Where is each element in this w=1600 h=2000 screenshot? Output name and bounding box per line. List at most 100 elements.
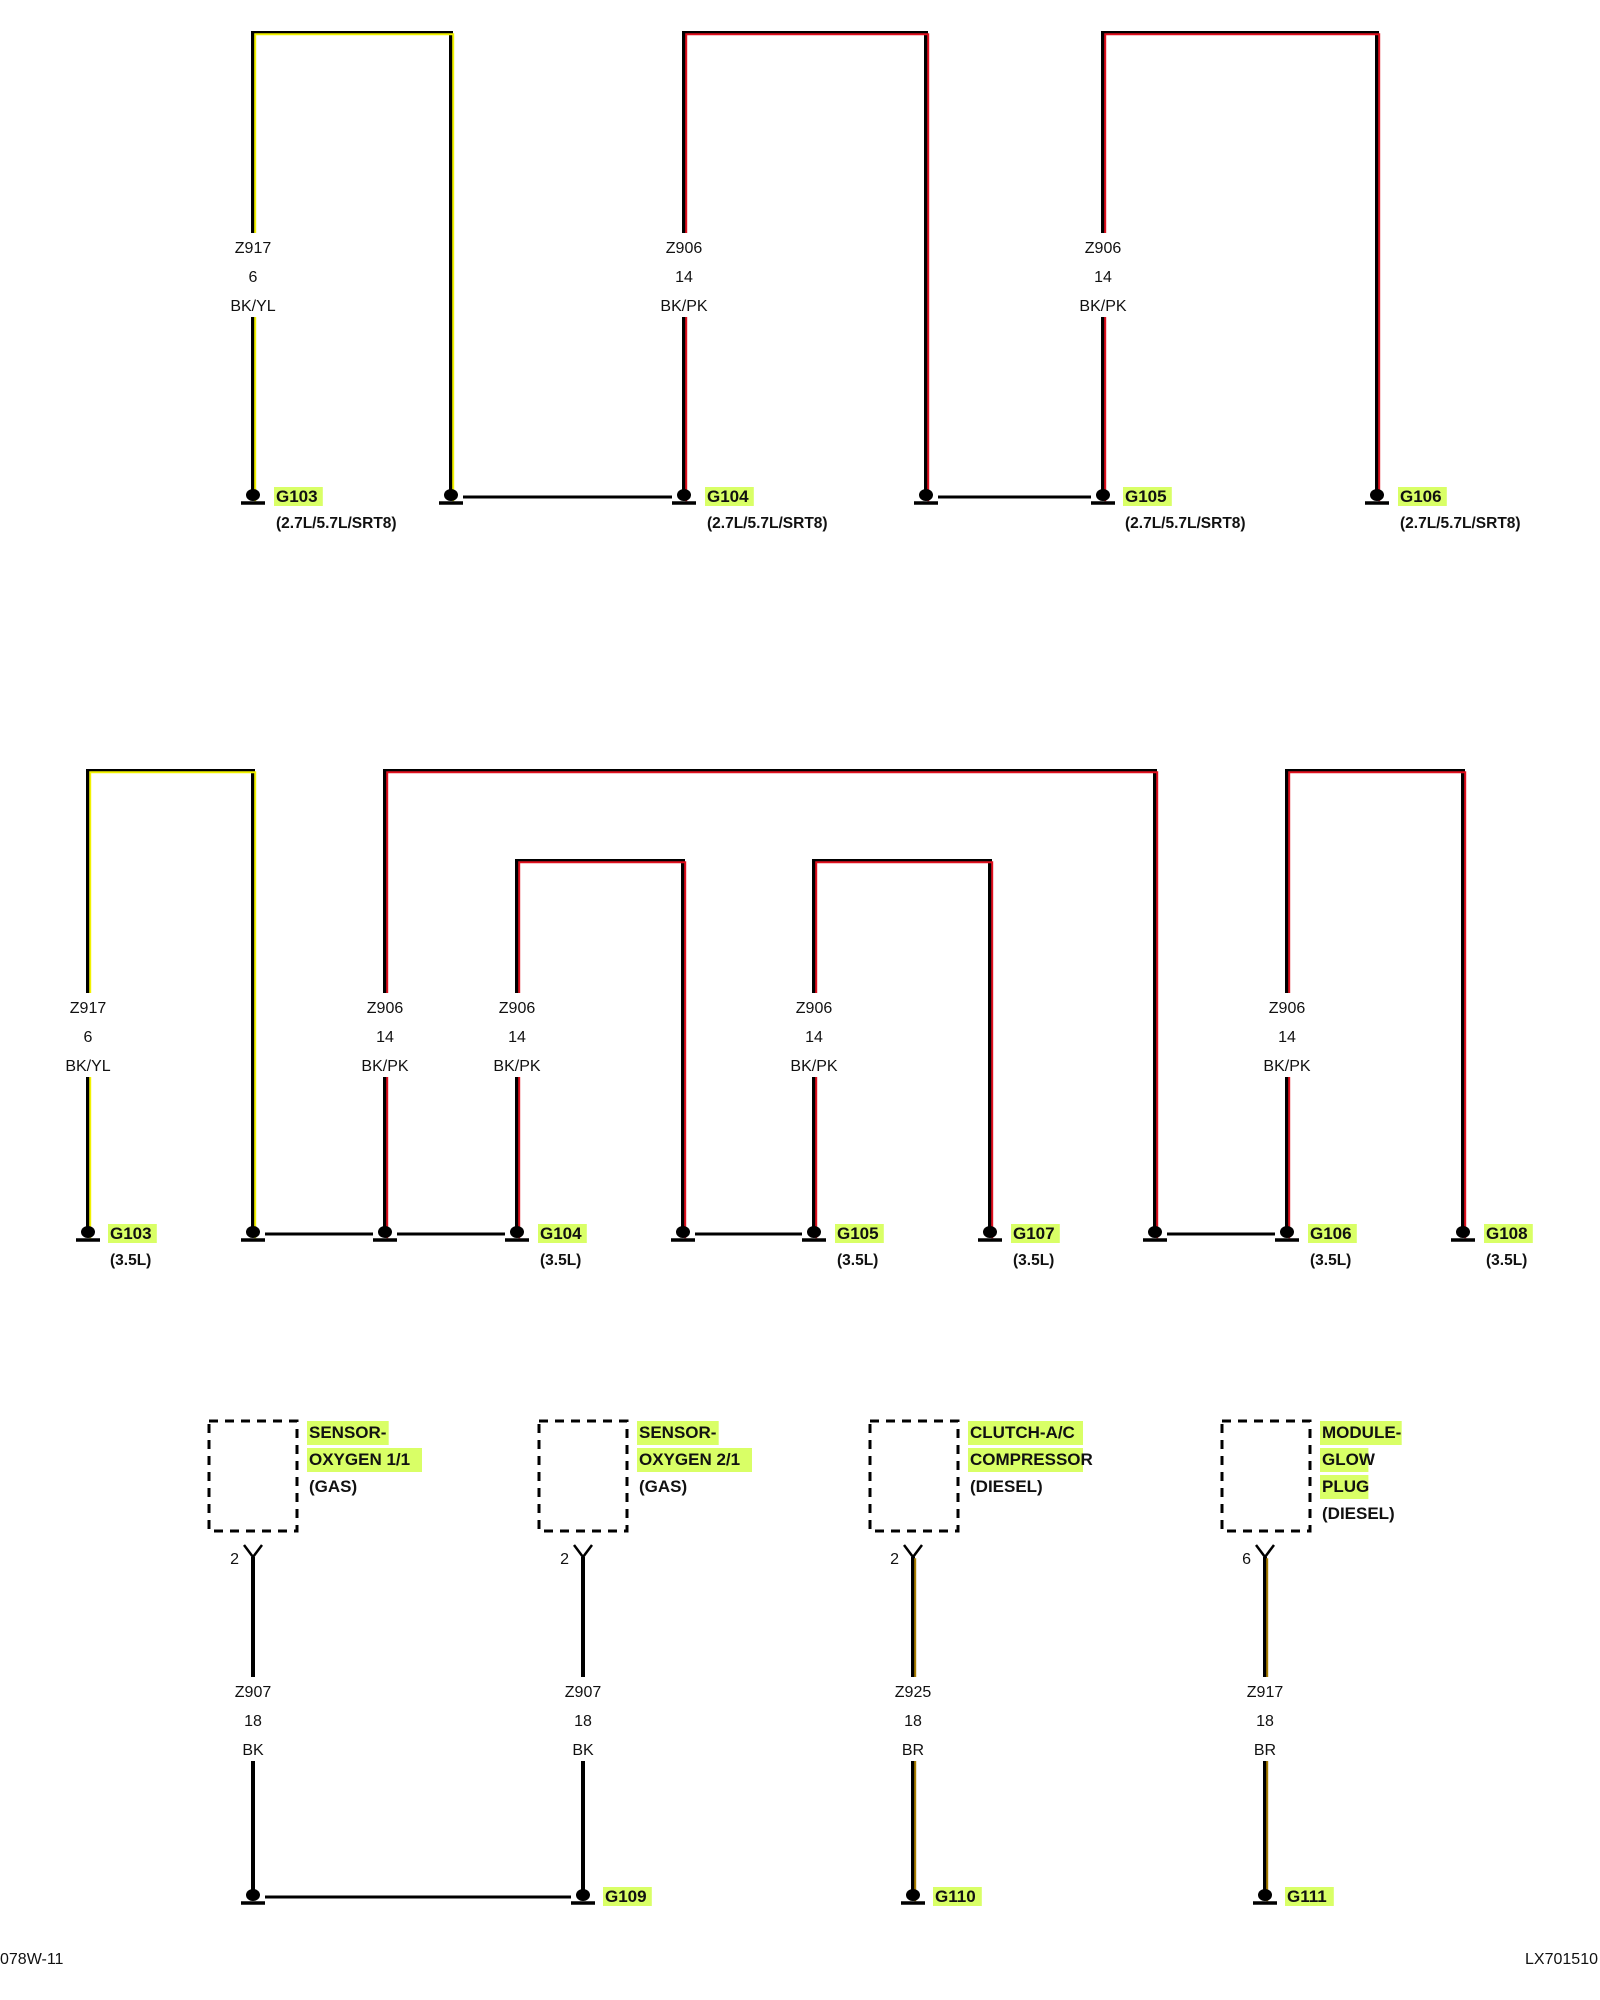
wire-label-mid-0-circuit: Z917 bbox=[70, 1000, 107, 1017]
ground-label-top-2-id: G105 bbox=[1125, 487, 1167, 506]
label-highlight bbox=[637, 1421, 719, 1445]
label-highlight bbox=[835, 1224, 884, 1243]
ground-symbol-mid-1-dot bbox=[246, 1226, 260, 1238]
wire-label-mid-4-gauge: 14 bbox=[1278, 1029, 1296, 1046]
label-highlight bbox=[108, 1224, 157, 1243]
component-1-wire-label-gap bbox=[555, 1677, 611, 1761]
label-highlight bbox=[274, 487, 323, 506]
component-1-connector bbox=[573, 1544, 593, 1560]
component-1-wire-label-gauge: 18 bbox=[574, 1713, 592, 1730]
wire-label-top-0-gap bbox=[225, 233, 281, 317]
component-3-wire-label-circuit: Z917 bbox=[1247, 1684, 1284, 1701]
text-layer: Z9176BK/YLZ90614BK/PKZ90614BK/PKG103(2.7… bbox=[0, 233, 1598, 1968]
component-3-name-2: PLUG bbox=[1322, 1477, 1369, 1496]
wire-label-mid-0-color: BK/YL bbox=[65, 1058, 110, 1075]
ground-symbol-top-5-dot bbox=[1370, 489, 1384, 501]
label-highlight bbox=[1320, 1421, 1402, 1445]
component-2-ground-dot bbox=[906, 1889, 920, 1901]
component-2-box bbox=[868, 1419, 960, 1533]
component-0-wire-label-color: BK bbox=[242, 1742, 264, 1759]
component-0-name-1: OXYGEN 1/1 bbox=[309, 1450, 410, 1469]
highlight-layer bbox=[108, 487, 1533, 1906]
ground-label-mid-0-id: G103 bbox=[110, 1224, 152, 1243]
component-2-connector bbox=[903, 1544, 923, 1560]
ground-label-mid-1-id: G104 bbox=[540, 1224, 582, 1243]
component-2-name-1: COMPRESSOR bbox=[970, 1450, 1093, 1469]
wire-label-top-2-gauge: 14 bbox=[1094, 269, 1112, 286]
component-1-name-0: SENSOR- bbox=[639, 1423, 716, 1442]
wire-z906-top-a bbox=[682, 31, 928, 500]
component-3-wire-label-color: BR bbox=[1254, 1742, 1276, 1759]
label-highlight bbox=[1398, 487, 1447, 506]
wire-label-mid-0-gap bbox=[60, 993, 116, 1077]
label-highlight bbox=[603, 1887, 652, 1906]
wire-label-top-1-gauge: 14 bbox=[675, 269, 693, 286]
wire-label-top-0-color: BK/YL bbox=[230, 298, 275, 315]
component-1-ground-dot bbox=[576, 1889, 590, 1901]
label-highlight bbox=[1320, 1448, 1369, 1472]
wire-z917-top bbox=[251, 31, 453, 500]
label-highlight bbox=[968, 1421, 1083, 1445]
ground-symbol-layer bbox=[76, 489, 1475, 1905]
component-3-connector bbox=[1255, 1544, 1275, 1560]
wire-label-mid-2-gap bbox=[489, 993, 545, 1077]
wire-layer bbox=[86, 31, 1467, 1902]
ground-symbol-mid-8-dot bbox=[1280, 1226, 1294, 1238]
label-highlight bbox=[538, 1224, 587, 1243]
ground-symbol-top-2-dot bbox=[677, 489, 691, 501]
component-2-wire-label-gauge: 18 bbox=[904, 1713, 922, 1730]
label-highlight bbox=[307, 1421, 389, 1445]
component-1-wire-label-color: BK bbox=[572, 1742, 594, 1759]
ground-label-top-1-note: (2.7L/5.7L/SRT8) bbox=[707, 515, 828, 532]
wire-label-mid-2-circuit: Z906 bbox=[499, 1000, 536, 1017]
component-1-pin: 2 bbox=[560, 1551, 569, 1568]
ground-symbol-mid-7-dot bbox=[1148, 1226, 1162, 1238]
component-0-note: (GAS) bbox=[309, 1477, 357, 1496]
component-2-note: (DIESEL) bbox=[970, 1477, 1043, 1496]
ground-label-top-1-id: G104 bbox=[707, 487, 749, 506]
component-1-box bbox=[537, 1419, 629, 1533]
wire-z906-mid-c-stripe bbox=[1288, 771, 1467, 1239]
wire-label-mid-3-color: BK/PK bbox=[790, 1058, 837, 1075]
label-highlight bbox=[1320, 1475, 1369, 1499]
component-0-wire-label-gauge: 18 bbox=[244, 1713, 262, 1730]
ground-label-mid-3-id: G107 bbox=[1013, 1224, 1055, 1243]
wire-label-top-0-circuit: Z917 bbox=[235, 240, 272, 257]
ground-label-mid-0-note: (3.5L) bbox=[110, 1252, 151, 1269]
wire-label-top-1-circuit: Z906 bbox=[666, 240, 703, 257]
label-highlight bbox=[1484, 1224, 1533, 1243]
ground-symbol-mid-3-dot bbox=[510, 1226, 524, 1238]
component-0-name-0: SENSOR- bbox=[309, 1423, 386, 1442]
component-2-wire-label-circuit: Z925 bbox=[895, 1684, 932, 1701]
ground-label-top-3-note: (2.7L/5.7L/SRT8) bbox=[1400, 515, 1521, 532]
ground-label-mid-1-note: (3.5L) bbox=[540, 1252, 581, 1269]
ground-label-mid-4-note: (3.5L) bbox=[1310, 1252, 1351, 1269]
component-0-wire-label-circuit: Z907 bbox=[235, 1684, 272, 1701]
label-highlight bbox=[1123, 487, 1172, 506]
component-1-name-1: OXYGEN 2/1 bbox=[639, 1450, 740, 1469]
label-highlight bbox=[1285, 1887, 1334, 1906]
wire-z917-top-stripe bbox=[254, 33, 455, 502]
wire-label-mid-4-color: BK/PK bbox=[1263, 1058, 1310, 1075]
label-highlight bbox=[933, 1887, 982, 1906]
component-3-box bbox=[1220, 1419, 1312, 1533]
ground-label-top-3-id: G106 bbox=[1400, 487, 1442, 506]
label-highlight bbox=[637, 1448, 752, 1472]
ground-label-top-0-note: (2.7L/5.7L/SRT8) bbox=[276, 515, 397, 532]
component-0-connector bbox=[243, 1544, 263, 1560]
ground-symbol-top-4-dot bbox=[1096, 489, 1110, 501]
ground-label-bottom-0-id: G109 bbox=[605, 1887, 647, 1906]
ground-label-mid-5-id: G108 bbox=[1486, 1224, 1528, 1243]
ground-label-mid-2-note: (3.5L) bbox=[837, 1252, 878, 1269]
footer-right-code: LX701510 bbox=[1525, 1951, 1598, 1968]
ground-label-top-0-id: G103 bbox=[276, 487, 318, 506]
label-highlight bbox=[1011, 1224, 1060, 1243]
label-highlight bbox=[1308, 1224, 1357, 1243]
component-3-wire-label-gauge: 18 bbox=[1256, 1713, 1274, 1730]
wire-label-mid-2-color: BK/PK bbox=[493, 1058, 540, 1075]
wire-label-top-1-color: BK/PK bbox=[660, 298, 707, 315]
ground-label-mid-3-note: (3.5L) bbox=[1013, 1252, 1054, 1269]
ground-label-mid-2-id: G105 bbox=[837, 1224, 879, 1243]
wire-z906-top-b bbox=[1101, 31, 1379, 500]
